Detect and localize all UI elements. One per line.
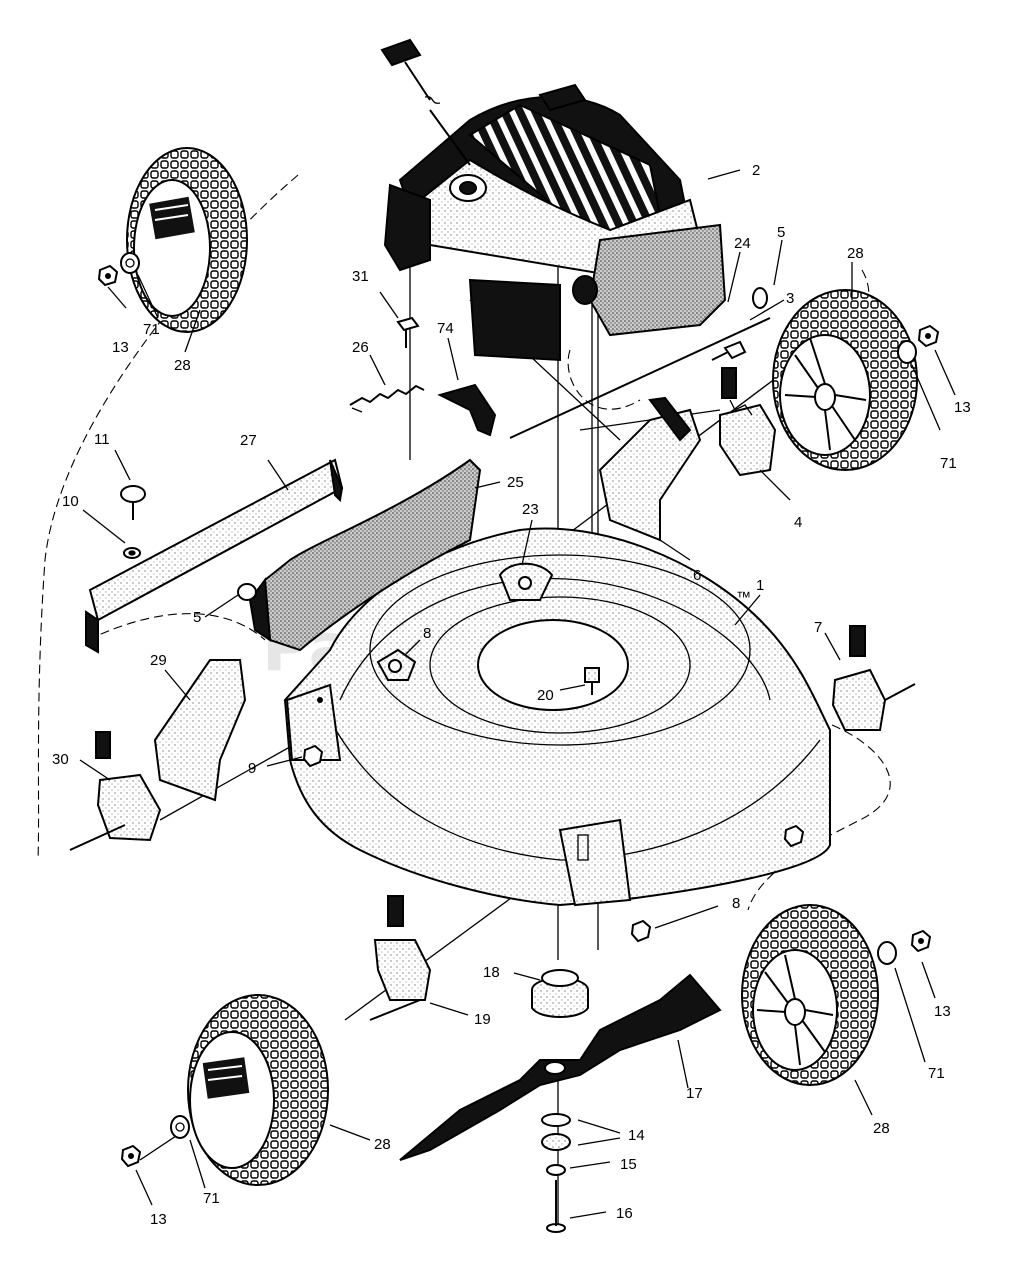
callout-1: 1 — [756, 577, 764, 594]
callout-11: 11 — [94, 431, 110, 448]
callout-24: 24 — [734, 235, 751, 252]
callout-7: 7 — [814, 619, 822, 636]
callout-30: 30 — [52, 751, 69, 768]
side-plate-6 — [598, 396, 702, 542]
callout-23: 23 — [522, 501, 539, 518]
wheel-hardware-bottom-right — [877, 929, 932, 965]
callout-4: 4 — [794, 514, 802, 531]
dashed-guides — [37, 174, 891, 911]
wheel-hardware-top-right — [897, 324, 940, 364]
lock-washer-15 — [546, 1164, 566, 1176]
callout-25: 25 — [507, 474, 524, 491]
callout-14: 14 — [628, 1127, 645, 1144]
callout-8: 8 — [423, 625, 431, 642]
height-adjuster-7 — [831, 625, 916, 731]
callout-27: 27 — [240, 432, 257, 449]
callout-13: 13 — [954, 399, 971, 416]
bolt-16 — [546, 1180, 566, 1233]
wheel-rear-right — [772, 289, 918, 471]
callout-5: 5 — [777, 224, 785, 241]
callout-3: 3 — [786, 290, 794, 307]
callout-16: 16 — [616, 1205, 633, 1222]
wheel-hardware-top-left — [97, 252, 140, 287]
callout-28: 28 — [873, 1120, 890, 1137]
callout-28: 28 — [374, 1136, 391, 1153]
rod-24 — [509, 317, 771, 439]
callout-18: 18 — [483, 964, 500, 981]
wheel-front-right — [741, 904, 879, 1086]
callout-2: 2 — [752, 162, 760, 179]
washer-5-left — [237, 583, 257, 601]
callout-8: 8 — [732, 895, 740, 912]
callout-71: 71 — [928, 1065, 945, 1082]
blade-adapter-18 — [531, 969, 589, 1018]
bracket-74 — [437, 383, 497, 437]
washers-14 — [541, 1113, 571, 1151]
bolt-3 — [711, 340, 747, 361]
wheel-rear-left — [126, 147, 248, 333]
callout-29: 29 — [150, 652, 167, 669]
bolt-20 — [584, 667, 600, 695]
knob-bolt-11 — [120, 485, 146, 559]
callout-71: 71 — [143, 321, 160, 338]
callout-28: 28 — [847, 245, 864, 262]
blade-17 — [399, 973, 722, 1161]
callout-74: 74 — [437, 320, 454, 337]
washer-5-top — [752, 287, 768, 309]
callout-71: 71 — [940, 455, 957, 472]
callout-17: 17 — [686, 1085, 703, 1102]
wheel-hardware-bottom-left — [120, 1115, 190, 1168]
height-adjuster-30 — [69, 731, 162, 851]
height-adjuster-19 — [369, 895, 432, 1021]
height-adjuster-4 — [719, 367, 777, 477]
wheel-front-left — [187, 994, 329, 1186]
nut-8-lower — [630, 824, 805, 943]
callout-13: 13 — [112, 339, 129, 356]
spring-26 — [349, 384, 425, 413]
callout-19: 19 — [474, 1011, 491, 1028]
rear-trim-27 — [85, 458, 344, 654]
side-plate-29 — [153, 659, 247, 802]
callout-20: 20 — [537, 687, 554, 704]
callout-6: 6 — [693, 567, 701, 584]
callout-31: 31 — [352, 268, 369, 285]
callout-leaders — [79, 169, 956, 1219]
nut-9 — [302, 744, 324, 768]
callout-9: 9 — [248, 760, 256, 777]
nut-23 — [498, 562, 554, 601]
callout-26: 26 — [352, 339, 369, 356]
callout-10: 10 — [62, 493, 79, 510]
callout-13: 13 — [150, 1211, 167, 1228]
mower-deck — [283, 527, 831, 907]
callout-28: 28 — [174, 357, 191, 374]
callout-labels: 2 5 3 24 28 13 71 28 31 26 74 13 71 4 11… — [52, 162, 971, 1228]
callout-13: 13 — [934, 1003, 951, 1020]
callout-71: 71 — [203, 1190, 220, 1207]
engine — [380, 38, 727, 362]
callout-5: 5 — [193, 609, 201, 626]
nut-8-upper — [376, 648, 417, 681]
bolt-31 — [396, 316, 420, 348]
callout-15: 15 — [620, 1156, 637, 1173]
